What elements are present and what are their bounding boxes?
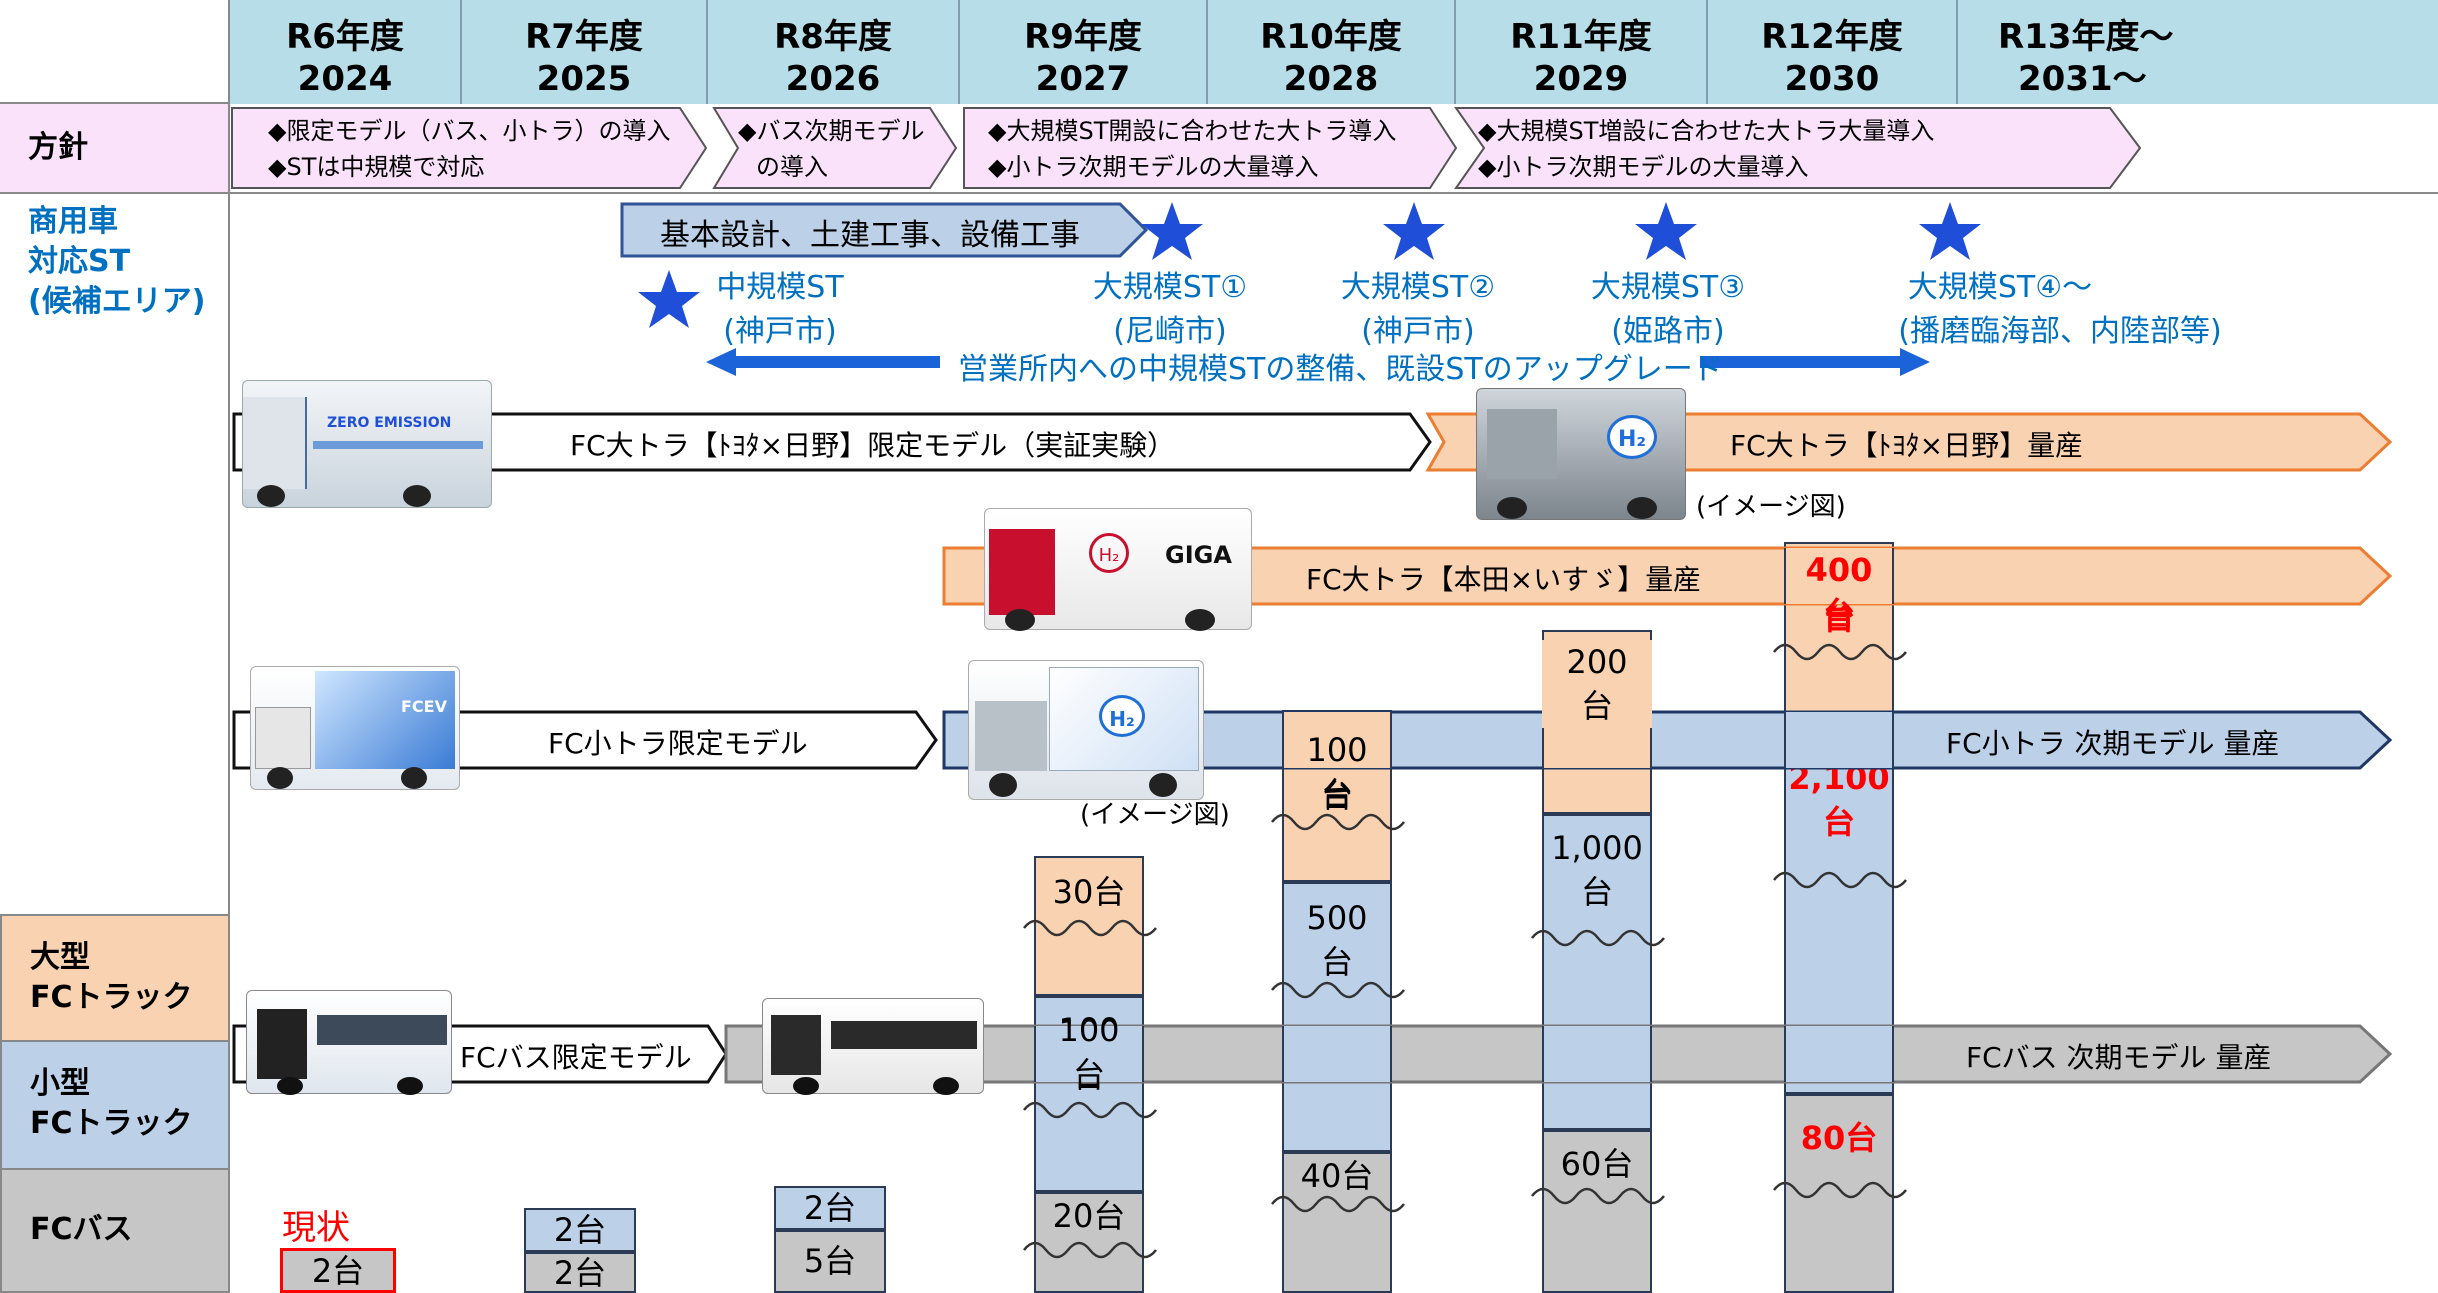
overlay-r12-top <box>1784 548 1894 604</box>
count-r7-bus: 2台 <box>524 1252 636 1293</box>
count-r12-large-label: 400 台 <box>1805 551 1873 633</box>
station-large-1: 大規模ST①(尼崎市) <box>1092 270 1248 349</box>
star-icon <box>1635 202 1697 260</box>
truck-small-limited-image: FCEV <box>250 666 460 790</box>
current-label: 現状 <box>282 1208 350 1248</box>
star-icon <box>638 270 700 328</box>
truck-toyota-image: ZERO EMISSION <box>242 380 492 508</box>
station-mid: 中規模ST(神戸市) <box>716 270 844 349</box>
construction-label: 基本設計、土建工事、設備工事 <box>660 218 1080 253</box>
h2-badge: H₂ <box>1099 695 1145 737</box>
truck-small-mass-image: H₂ <box>968 660 1204 800</box>
count-r9-small-label: 100 台 <box>1058 1011 1120 1093</box>
count-r8-small: 2台 <box>774 1186 886 1230</box>
bar-fc-large-honda <box>942 546 2393 606</box>
policy-arrow-4 <box>1454 107 2142 189</box>
count-r11-bus: 60台 <box>1542 1130 1652 1293</box>
overlay-r10-bus <box>1282 1026 1392 1082</box>
label-fc-large-honda: FC大トラ【本田×いすゞ】量産 <box>1306 563 1702 596</box>
policy-text-2a: ◆バス次期モデル <box>738 117 925 145</box>
header-corner <box>0 0 230 104</box>
station-large-3: 大規模ST③(姫路市) <box>1590 270 1746 349</box>
policy-text-4a: ◆大規模ST増設に合わせた大トラ大量導入 <box>1478 117 1935 145</box>
overlay-r12-small <box>1784 712 1894 768</box>
year-col-r13: R13年度～2031～ <box>1958 0 2438 104</box>
star-icon <box>1383 202 1445 260</box>
overlay-r9-bus <box>1034 1026 1144 1082</box>
construction-arrow <box>620 202 1149 258</box>
policy-arrows <box>231 107 2142 189</box>
policy-row <box>230 104 2438 194</box>
star-icon <box>1141 202 1203 260</box>
count-r6-bus: 2台 <box>280 1248 396 1293</box>
truck-giga-label: GIGA <box>1165 541 1232 569</box>
label-fc-large-mass: FC大トラ【ﾄﾖﾀ×日野】量産 <box>1730 429 2084 462</box>
h2-badge: H₂ <box>1089 533 1129 573</box>
label-fc-small-mass: FC小トラ 次期モデル 量産 <box>1946 727 2280 760</box>
overlay-r11-bus <box>1542 1026 1652 1082</box>
truck-fcev-label: FCEV <box>401 697 447 716</box>
count-r10-bus: 40台 <box>1282 1152 1392 1293</box>
policy-text-1a: ◆限定モデル（バス、小トラ）の導入 <box>268 117 671 145</box>
truck-mass-image: H₂ <box>1476 388 1686 520</box>
station-large-2: 大規模ST②(神戸市) <box>1340 270 1496 349</box>
image-note-1: (イメージ図) <box>1696 492 1846 522</box>
policy-text-1b: ◆STは中規模で対応 <box>268 153 485 181</box>
label-fc-bus-mass: FCバス 次期モデル 量産 <box>1966 1041 2272 1074</box>
count-r8-bus: 5台 <box>774 1230 886 1293</box>
truck-zero-label: ZERO EMISSION <box>327 415 452 431</box>
row-label-policy: 方針 <box>0 104 230 194</box>
policy-text-2b: の導入 <box>756 153 828 181</box>
policy-text-3b: ◆小トラ次期モデルの大量導入 <box>988 153 1319 181</box>
h2-badge: H₂ <box>1607 415 1657 459</box>
row-label-station: 商用車 対応ST (候補エリア) <box>0 194 230 914</box>
label-fc-bus-limited: FCバス限定モデル <box>460 1041 692 1074</box>
count-r10-large-label: 100 台 <box>1306 731 1368 813</box>
policy-arrow-1 <box>231 107 708 189</box>
station-graphics <box>620 202 1981 376</box>
policy-arrow-2 <box>712 107 958 189</box>
upgrade-arrow-left <box>706 348 940 376</box>
policy-text-4b: ◆小トラ次期モデルの大量導入 <box>1478 153 1809 181</box>
star-icon <box>1919 202 1981 260</box>
bus-mass-image <box>762 998 984 1095</box>
bus-limited-image <box>246 990 452 1095</box>
row-label-bus: FCバス <box>0 1170 230 1293</box>
image-note-2: (イメージ図) <box>1080 800 1230 830</box>
truck-honda-image: H₂ GIGA <box>984 508 1252 631</box>
label-fc-large-limited: FC大トラ【ﾄﾖﾀ×日野】限定モデル（実証実験） <box>570 429 1176 462</box>
upgrade-arrow-right <box>1700 348 1930 376</box>
policy-text-3a: ◆大規模ST開設に合わせた大トラ導入 <box>988 117 1397 145</box>
row-label-large-truck: 大型 FCトラック <box>0 914 230 1042</box>
label-fc-small-limited: FC小トラ限定モデル <box>548 727 808 760</box>
bar-fc-large-limited <box>232 412 1432 472</box>
count-r10-small: 500 台 <box>1282 882 1392 1152</box>
policy-arrow-3 <box>963 107 1458 189</box>
overlay-r10-small <box>1282 712 1392 768</box>
count-r11-large-label: 200 台 <box>1542 640 1652 728</box>
count-r7-small: 2台 <box>524 1208 636 1252</box>
overlay-r12-bus <box>1784 1026 1894 1082</box>
row-label-small-truck: 小型 FCトラック <box>0 1042 230 1170</box>
upgrade-label: 営業所内への中規模STの整備、既設STのアップグレード <box>958 352 1723 387</box>
station-large-4: 大規模ST④～(播磨臨海部、内陸部等) <box>1898 270 2222 349</box>
